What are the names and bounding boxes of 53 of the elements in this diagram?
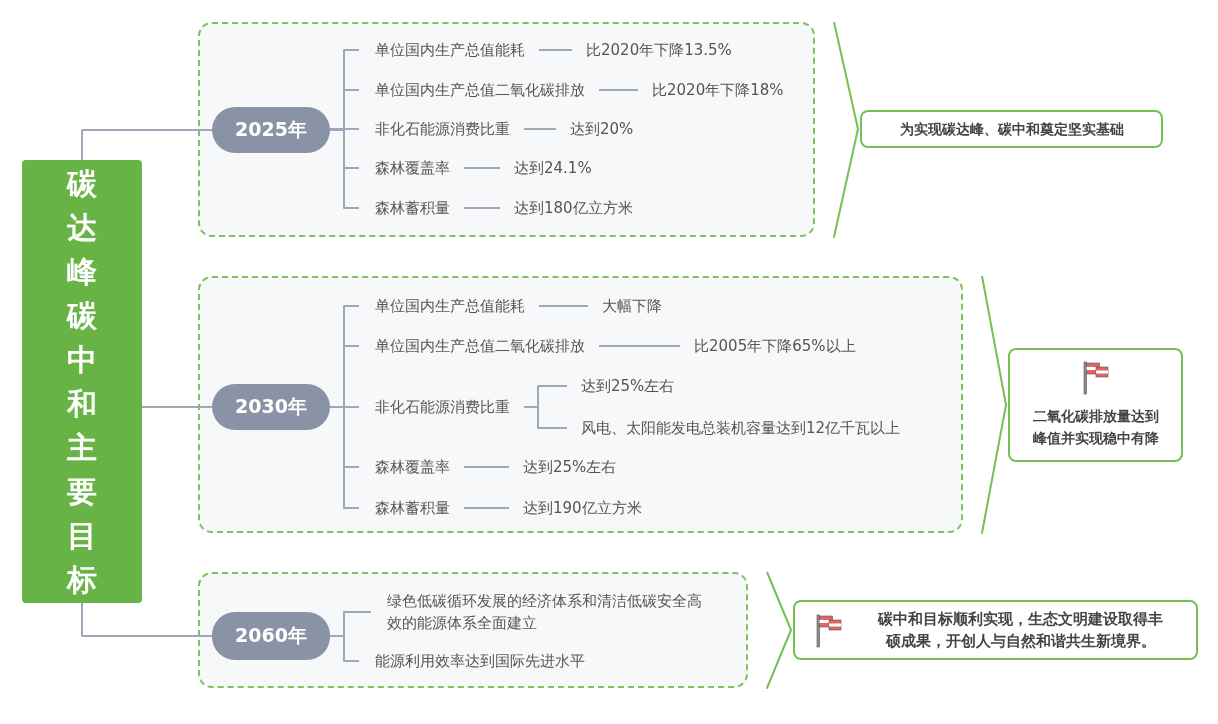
- summary-box: [793, 600, 1198, 660]
- goal-item: 绿色低碳循环发展的经济体系和清洁低碳安全高效的能源体系全面建立: [371, 590, 721, 634]
- goal-item: 森林覆盖率: [359, 457, 464, 477]
- group-panel: [198, 22, 815, 237]
- connector-line: [141, 406, 213, 408]
- goal-value: 达到190亿立方米: [509, 498, 642, 518]
- goal-item: 森林蓄积量: [359, 198, 464, 218]
- summary-box: [1008, 348, 1183, 462]
- year-pill: 2060年: [212, 612, 330, 660]
- connector-line: [463, 167, 501, 169]
- goal-item: 能源利用效率达到国际先进水平: [359, 651, 599, 671]
- brace: [981, 275, 1007, 534]
- connector-line: [329, 635, 360, 662]
- year-pill: 2030年: [212, 384, 330, 430]
- goal-value: 达到20%: [556, 119, 634, 139]
- connector-line: [81, 129, 213, 161]
- connector-line: [463, 466, 510, 468]
- goal-value: 达到25%左右: [509, 457, 617, 477]
- connector-line: [598, 345, 681, 347]
- goal-value: 比2020年下降18%: [638, 80, 784, 100]
- goal-value: 达到180亿立方米: [500, 198, 633, 218]
- goal-item: 单位国内生产总值能耗: [359, 296, 539, 316]
- connector-line: [538, 49, 573, 51]
- connector-line: [523, 406, 568, 429]
- topic-box: 碳达峰碳中和主要目标: [22, 160, 142, 603]
- connector-line: [463, 207, 501, 209]
- goal-item: 非化石能源消费比重: [359, 397, 524, 417]
- connector-line: [463, 507, 510, 509]
- goal-value: 风电、太阳能发电总装机容量达到12亿千瓦以上: [567, 418, 901, 438]
- summary-text: 碳中和目标顺利实现，生态文明建设取得丰硕成果，开创人与自然和谐共生新境界。: [876, 609, 1164, 652]
- goal-value: 比2005年下降65%以上: [680, 336, 856, 356]
- connector-line: [81, 602, 213, 637]
- goal-item: 非化石能源消费比重: [359, 119, 524, 139]
- goal-value: 达到25%左右: [567, 376, 675, 396]
- summary-box: 为实现碳达峰、碳中和奠定坚实基础: [860, 110, 1163, 148]
- group-panel: [198, 572, 748, 688]
- goal-item: 单位国内生产总值能耗: [359, 40, 539, 60]
- goal-value: 大幅下降: [588, 296, 662, 316]
- connector-line: [329, 128, 360, 130]
- connector-line: [598, 89, 639, 91]
- goal-item: 森林覆盖率: [359, 158, 464, 178]
- connector-line: [538, 305, 589, 307]
- brace: [833, 21, 859, 238]
- brace: [766, 571, 792, 689]
- connector-line: [523, 128, 557, 130]
- summary-text: 二氧化碳排放量达到峰值并实现稳中有降: [1031, 407, 1160, 448]
- goal-item: 单位国内生产总值二氧化碳排放: [359, 336, 599, 356]
- goal-item: 单位国内生产总值二氧化碳排放: [359, 80, 599, 100]
- year-pill: 2025年: [212, 107, 330, 153]
- goal-value: 达到24.1%: [500, 158, 592, 178]
- goal-item: 森林蓄积量: [359, 498, 464, 518]
- goal-value: 比2020年下降13.5%: [572, 40, 732, 60]
- group-panel: [198, 276, 963, 533]
